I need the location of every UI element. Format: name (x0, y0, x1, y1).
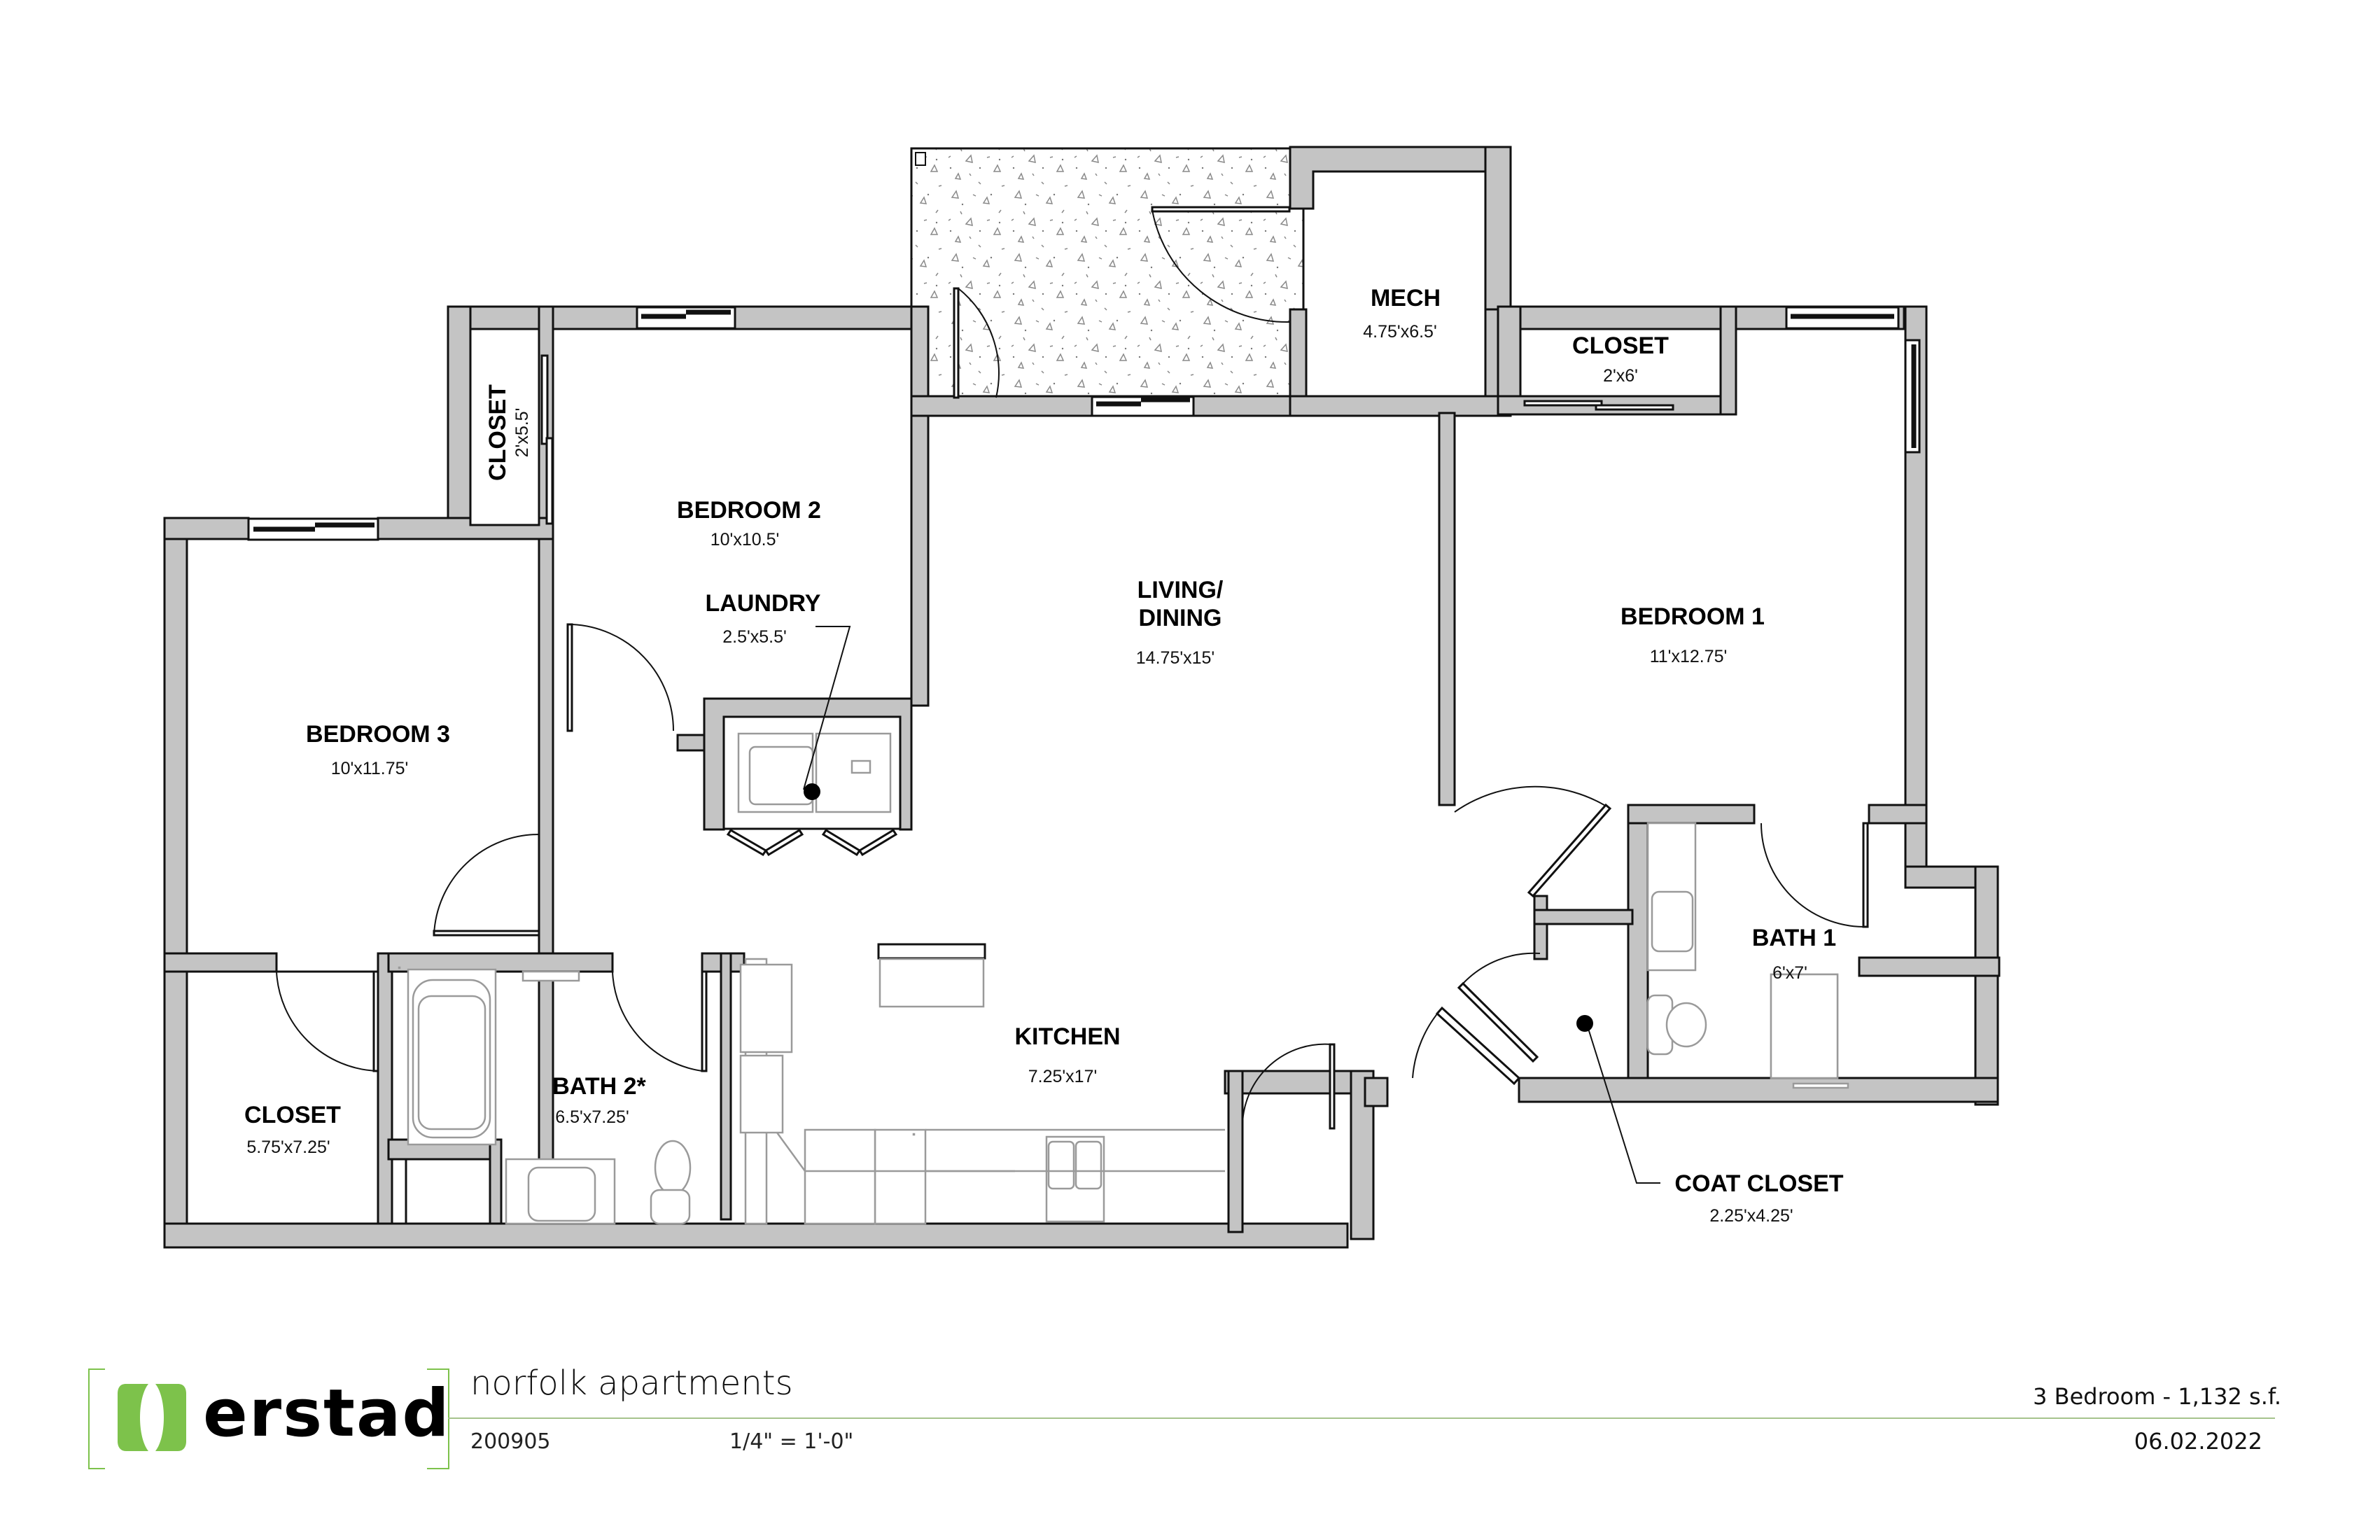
room-name-bath-1: BATH 1 (1752, 925, 1836, 951)
room-dims-bedroom-1: 11'x12.75' (1650, 647, 1728, 666)
room-dims-coat-closet: 2.25'x4.25' (1709, 1206, 1793, 1226)
room-dims-bedroom-3: 10'x11.75' (331, 759, 409, 778)
room-name-mech: MECH (1371, 285, 1441, 312)
swing-doors (276, 206, 1869, 1130)
room-labels: MECH 4.75'x6.5' CLOSET 2'x6' CLOSET 2'x5… (244, 285, 1844, 1226)
room-name-closet-bed2: CLOSET (484, 384, 511, 481)
project-number: 200905 (470, 1429, 551, 1454)
project-name: norfolk apartments (470, 1364, 793, 1403)
room-name-living-line2: DINING (1139, 605, 1222, 631)
room-name-bedroom-3: BEDROOM 3 (306, 721, 450, 748)
fixtures (398, 732, 1849, 1225)
patio (910, 147, 1305, 399)
room-dims-mech: 4.75'x6.5' (1363, 322, 1436, 342)
room-dims-closet-bed2: 2'x5.5' (512, 408, 532, 458)
room-dims-closet-bed3: 5.75'x7.25' (246, 1138, 330, 1157)
room-dims-laundry: 2.5'x5.5' (722, 627, 787, 647)
room-dims-kitchen: 7.25'x17' (1028, 1067, 1098, 1086)
room-name-living-line1: LIVING/ (1138, 577, 1224, 603)
title-divider (448, 1418, 2275, 1419)
room-name-bedroom-2: BEDROOM 2 (677, 497, 821, 524)
drawing-date: 06.02.2022 (2134, 1428, 2262, 1455)
room-dims-bath-2: 6.5'x7.25' (555, 1107, 629, 1127)
drawing-scale: 1/4" = 1'-0" (729, 1429, 854, 1454)
room-name-laundry: LAUNDRY (706, 590, 821, 617)
room-name-coat-closet: COAT CLOSET (1674, 1170, 1843, 1197)
windows (247, 306, 1921, 541)
room-name-kitchen: KITCHEN (1014, 1023, 1120, 1050)
room-name-closet-bed3: CLOSET (244, 1102, 341, 1128)
walls (163, 146, 2001, 1249)
room-name-closet-bed1: CLOSET (1572, 332, 1669, 359)
room-dims-bedroom-2: 10'x10.5' (710, 530, 780, 550)
unit-type: 3 Bedroom - 1,132 s.f. (2033, 1383, 2281, 1410)
room-name-bath-2: BATH 2* (552, 1073, 646, 1100)
logo-bracket-left (88, 1368, 105, 1469)
room-dims-bath-1: 6'x7' (1772, 963, 1807, 983)
room-name-bedroom-1: BEDROOM 1 (1620, 603, 1765, 630)
logo-bracket-right (427, 1368, 449, 1469)
room-dims-living: 14.75'x15' (1136, 648, 1214, 668)
leaders (803, 626, 1660, 1184)
logo-wordmark: erstad (203, 1376, 451, 1452)
logo-parentheses-icon (118, 1384, 186, 1451)
closet-doors (540, 354, 1674, 857)
room-dims-closet-bed1: 2'x6' (1603, 366, 1638, 386)
